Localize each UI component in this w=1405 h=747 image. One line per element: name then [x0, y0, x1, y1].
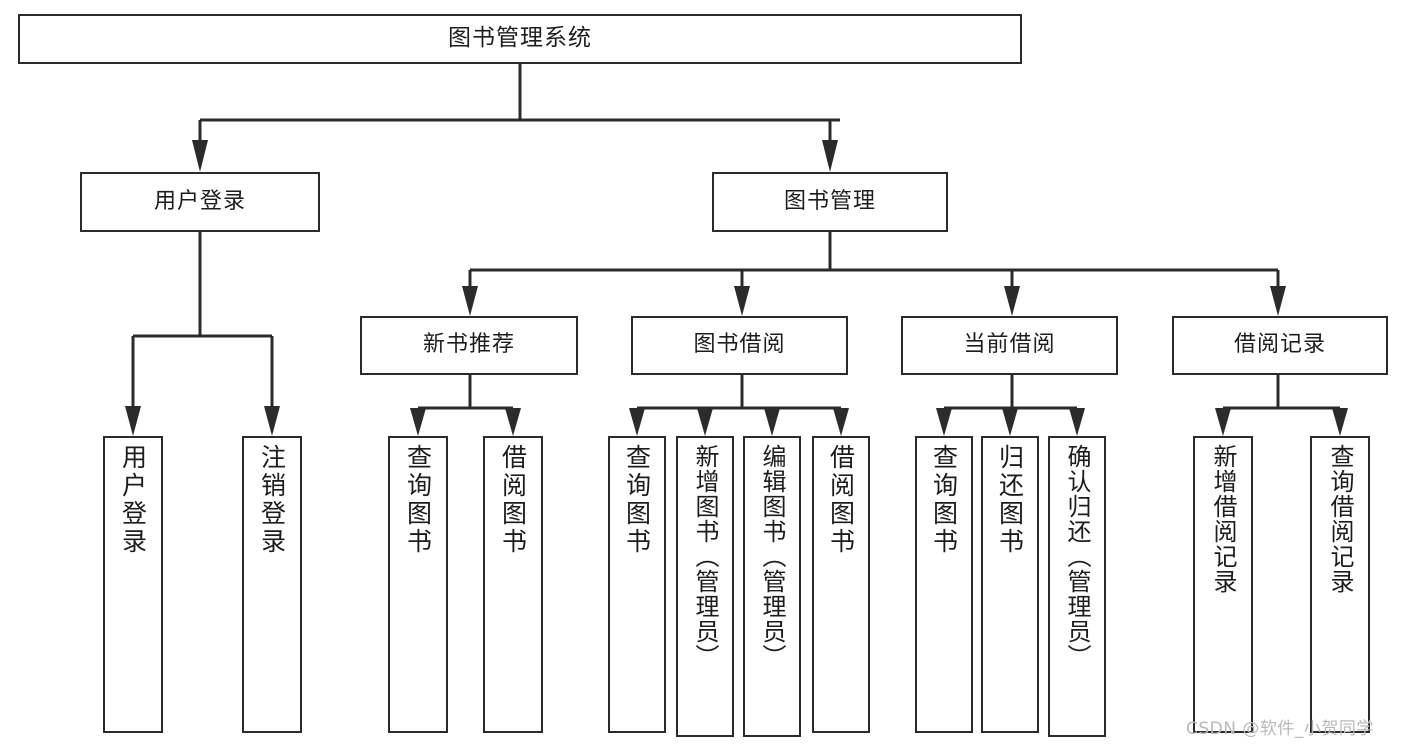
leaf-newbook-query-book-label: 查询图书: [403, 444, 433, 556]
leaf-record-add[interactable]: 新增借阅记录: [1193, 436, 1253, 733]
leaf-borrow-lend-book[interactable]: 借阅图书: [812, 436, 870, 733]
leaf-borrow-query-book[interactable]: 查询图书: [608, 436, 666, 733]
node-user-login[interactable]: 用户登录: [80, 172, 320, 232]
arrowhead-borrow-query: [629, 408, 645, 436]
node-root[interactable]: 图书管理系统: [18, 14, 1022, 64]
leaf-borrow-add-book[interactable]: 新增图书（管理员）: [676, 436, 734, 737]
arrowhead-newbook: [462, 286, 478, 316]
leaf-newbook-borrow-book[interactable]: 借阅图书: [483, 436, 543, 733]
leaf-record-add-label: 新增借阅记录: [1209, 444, 1237, 594]
arrowhead-borrow-edit: [764, 408, 780, 436]
leaf-user-login-label: 用户登录: [118, 444, 148, 556]
arrowhead-current-confirm: [1069, 408, 1085, 436]
node-new-book-recommend-label: 新书推荐: [422, 332, 515, 358]
node-book-management-label: 图书管理: [783, 188, 876, 214]
node-root-label: 图书管理系统: [448, 25, 592, 52]
arrowhead-leaf-logout: [264, 406, 280, 436]
arrowhead-borrow-lend: [833, 408, 849, 436]
arrowhead-book-mgmt: [822, 140, 838, 172]
leaf-borrow-add-book-label: 新增图书（管理员）: [691, 444, 719, 669]
leaf-logout-label: 注销登录: [257, 444, 287, 556]
leaf-current-return-book[interactable]: 归还图书: [981, 436, 1039, 733]
leaf-current-confirm-return-label: 确认归还（管理员）: [1063, 444, 1091, 669]
arrowhead-record-add: [1215, 408, 1231, 436]
node-user-login-label: 用户登录: [153, 188, 246, 214]
arrowhead-record: [1270, 286, 1286, 316]
arrowhead-record-query: [1332, 408, 1348, 436]
leaf-borrow-lend-book-label: 借阅图书: [826, 444, 856, 556]
arrowhead-user-login: [192, 140, 208, 172]
leaf-current-query-book[interactable]: 查询图书: [915, 436, 973, 733]
leaf-newbook-borrow-book-label: 借阅图书: [498, 444, 528, 556]
arrowhead-newbook-borrow: [505, 408, 521, 436]
leaf-logout[interactable]: 注销登录: [242, 436, 302, 733]
leaf-newbook-query-book[interactable]: 查询图书: [388, 436, 448, 733]
arrowhead-leaf-user-login: [125, 406, 141, 436]
node-new-book-recommend[interactable]: 新书推荐: [360, 316, 578, 375]
leaf-borrow-query-book-label: 查询图书: [622, 444, 652, 556]
arrowhead-current: [1004, 286, 1020, 316]
arrowhead-current-return: [1002, 408, 1018, 436]
arrowhead-newbook-query: [410, 408, 426, 436]
node-current-borrow[interactable]: 当前借阅: [901, 316, 1118, 375]
node-borrow-record-label: 借阅记录: [1233, 332, 1326, 358]
watermark-text: CSDN @软件_小贺同学: [1186, 719, 1374, 739]
leaf-record-query-label: 查询借阅记录: [1326, 444, 1354, 594]
node-current-borrow-label: 当前借阅: [963, 332, 1056, 358]
node-book-management[interactable]: 图书管理: [712, 172, 948, 232]
arrowhead-current-query: [936, 408, 952, 436]
leaf-user-login[interactable]: 用户登录: [103, 436, 163, 733]
node-borrow-record[interactable]: 借阅记录: [1172, 316, 1388, 375]
leaf-current-return-book-label: 归还图书: [995, 444, 1025, 556]
node-book-borrow[interactable]: 图书借阅: [631, 316, 848, 375]
arrowhead-borrow-add: [697, 408, 713, 436]
leaf-borrow-edit-book[interactable]: 编辑图书（管理员）: [743, 436, 801, 737]
leaf-current-query-book-label: 查询图书: [929, 444, 959, 556]
leaf-current-confirm-return[interactable]: 确认归还（管理员）: [1048, 436, 1106, 737]
arrowhead-borrow: [734, 286, 750, 316]
leaf-record-query[interactable]: 查询借阅记录: [1310, 436, 1370, 733]
node-book-borrow-label: 图书借阅: [693, 332, 786, 358]
leaf-borrow-edit-book-label: 编辑图书（管理员）: [758, 444, 786, 669]
